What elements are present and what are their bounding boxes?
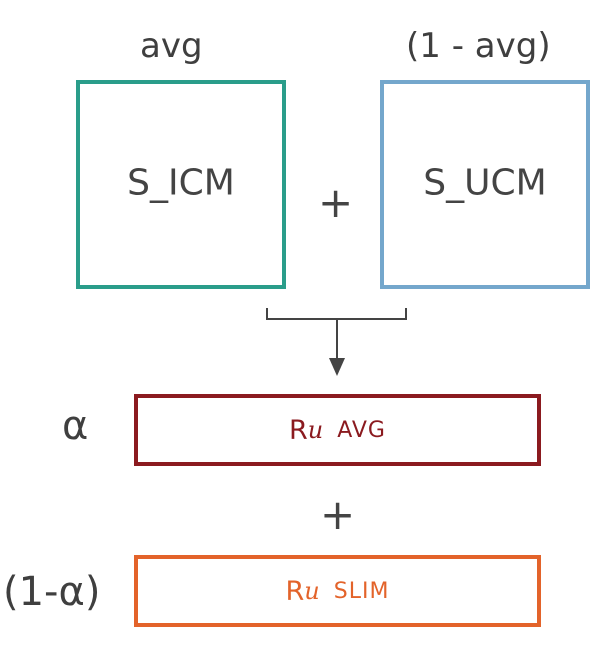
ru-slim-subscript: u [304,577,320,605]
merge-arrow-icon [266,308,407,376]
ru-avg-suffix: AVG [337,417,386,443]
one-minus-alpha-weight-label: (1-α) [3,569,101,615]
icm-weight-label: avg [140,26,203,66]
s-icm-box: S_ICM [76,80,286,289]
ru-avg-label: R u AVG [138,398,537,462]
ru-slim-base: R [285,575,305,607]
ru-avg-box: R u AVG [134,394,541,466]
ru-slim-suffix: SLIM [333,578,390,604]
ru-slim-box: R u SLIM [134,555,541,627]
plus-operator-top: + [318,178,354,227]
ru-slim-label: R u SLIM [138,559,537,623]
s-ucm-label: S_UCM [423,161,547,203]
s-icm-label: S_ICM [127,161,235,203]
alpha-weight-label: α [62,403,89,449]
s-ucm-box: S_UCM [380,80,590,289]
plus-operator-bottom: + [320,490,356,539]
ucm-weight-label: (1 - avg) [406,26,551,66]
ru-avg-subscript: u [307,416,324,444]
ru-avg-base: R [289,414,308,446]
